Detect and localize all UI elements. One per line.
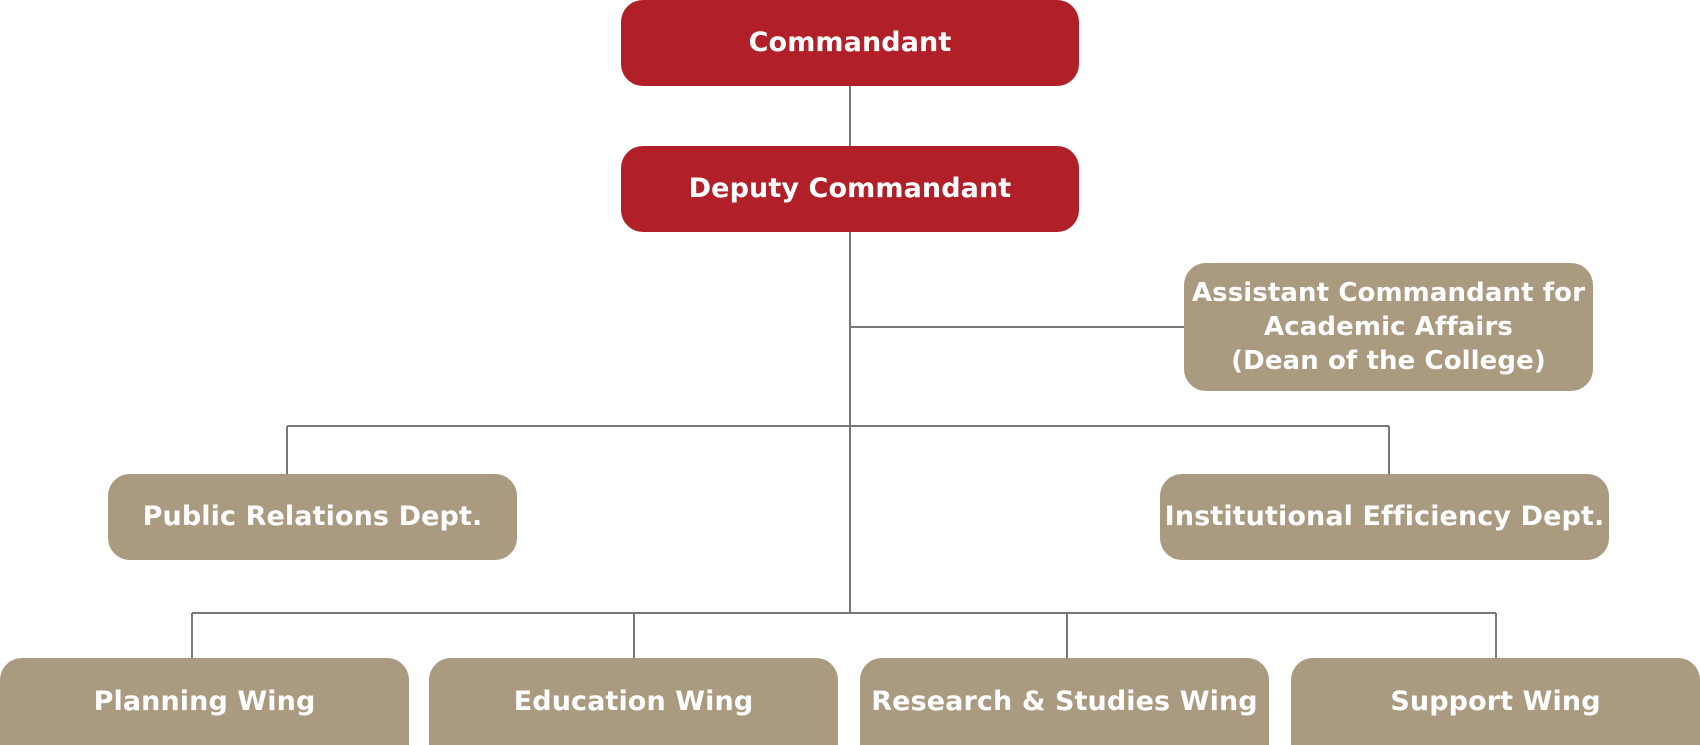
node-assistant-commandant-line-1: Assistant Commandant for [1191,278,1586,308]
node-commandant: Commandant [621,0,1079,86]
node-commandant-label: Commandant [748,27,952,58]
node-assistant-commandant: Assistant Commandant for Academic Affair… [1184,263,1593,391]
node-planning-wing: Planning Wing [0,658,409,745]
node-education-wing-label: Education Wing [513,685,754,717]
node-deputy-commandant-label: Deputy Commandant [688,173,1012,204]
node-planning-wing-label: Planning Wing [93,685,316,717]
node-support-wing-label: Support Wing [1390,685,1601,717]
node-public-relations-label: Public Relations Dept. [142,501,483,532]
node-institutional-efficiency: Institutional Efficiency Dept. [1160,474,1609,560]
node-assistant-commandant-line-2: Academic Affairs [1264,312,1513,342]
node-support-wing: Support Wing [1291,658,1700,745]
node-deputy-commandant: Deputy Commandant [621,146,1079,232]
node-research-wing-label: Research & Studies Wing [871,685,1258,717]
node-education-wing: Education Wing [429,658,838,745]
node-institutional-efficiency-label: Institutional Efficiency Dept. [1164,501,1605,532]
node-public-relations: Public Relations Dept. [108,474,517,560]
node-research-wing: Research & Studies Wing [860,658,1269,745]
node-assistant-commandant-line-3: (Dean of the College) [1231,346,1546,376]
